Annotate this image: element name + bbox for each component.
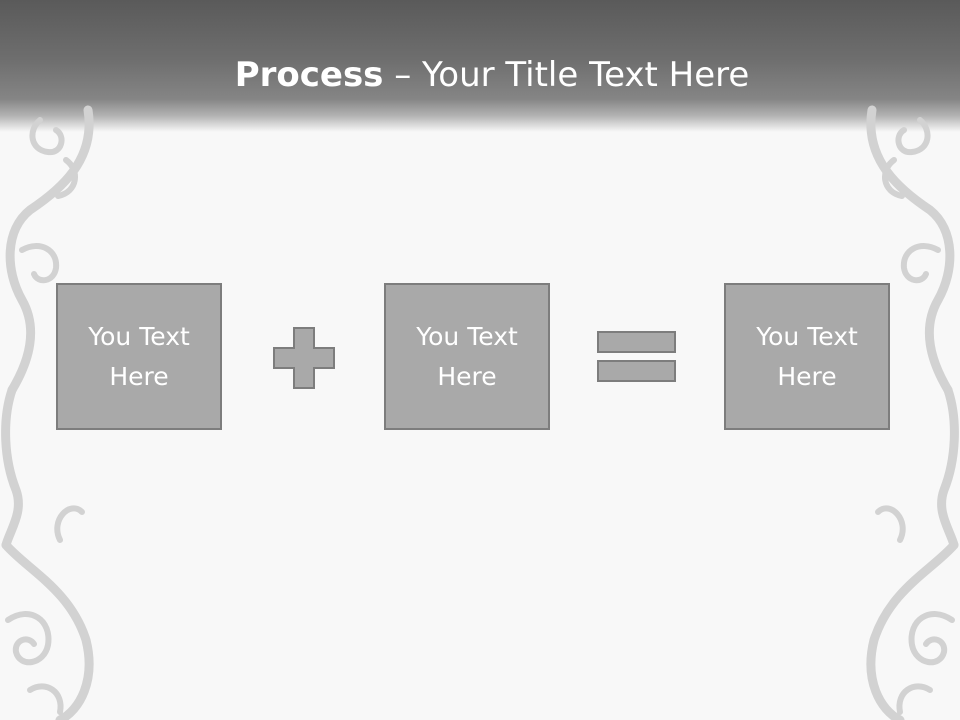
title-banner — [0, 0, 960, 132]
process-box-input-1: You Text Here — [56, 283, 222, 430]
left-ornament-icon — [1, 105, 94, 720]
process-box-text: You Text Here — [756, 321, 858, 391]
plus-icon — [273, 327, 335, 389]
slide-title: Process – Your Title Text Here — [0, 52, 960, 98]
equals-icon — [597, 331, 676, 382]
title-bold-part: Process — [234, 55, 384, 95]
process-box-text: You Text Here — [416, 321, 518, 391]
process-box-input-2: You Text Here — [384, 283, 550, 430]
right-ornament-icon — [866, 105, 959, 720]
process-box-text: You Text Here — [88, 321, 190, 391]
process-box-result: You Text Here — [724, 283, 890, 430]
title-rest-part: – Your Title Text Here — [383, 55, 750, 95]
